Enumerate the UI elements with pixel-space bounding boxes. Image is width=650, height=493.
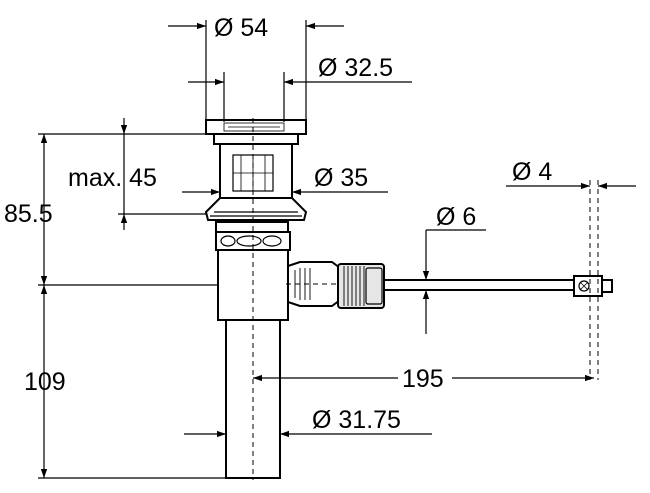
dimension-labels: Ø 54 Ø 32.5 max. 45 Ø 35 Ø 6 Ø 4 85.5 10… [4,14,552,434]
basin-flange [204,197,308,221]
dimension-lines [40,20,636,478]
control-rod [383,279,581,291]
label-outer-dia: Ø 54 [214,14,268,42]
flange-cap-inner [223,122,285,132]
plug-housing [213,133,299,145]
plug-body [219,143,293,201]
label-rod-dia: Ø 6 [436,203,476,231]
label-rod-length: 195 [402,365,444,393]
label-max-height: max. 45 [68,164,157,192]
label-tail-dia: Ø 31.75 [312,406,401,434]
label-body-dia: Ø 35 [314,164,368,192]
knurled-nut [337,263,385,309]
label-bottom-height: 109 [24,368,66,396]
label-top-height: 85.5 [4,200,53,228]
label-inner-dia: Ø 32.5 [318,54,393,82]
knurl-pattern [343,266,365,306]
label-clip-dia: Ø 4 [512,158,552,186]
lock-nut [215,221,289,233]
reference-lines [38,118,599,480]
